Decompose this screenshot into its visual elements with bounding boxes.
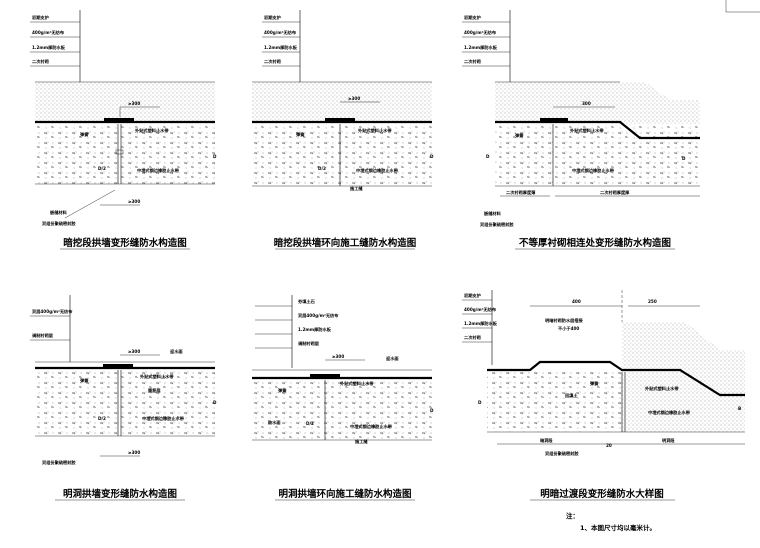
layer-label: 400g/m²无纺布 <box>464 29 497 36</box>
layer-label: 调制衬砌层 <box>32 332 54 339</box>
layer-label: 双层400g/m²无纺布 <box>32 308 73 315</box>
callout: 中埋式钢边橡胶止水带 <box>137 167 180 174</box>
callout: 弹簧 <box>80 131 89 138</box>
layer-label: 二次衬砌 <box>264 58 281 65</box>
callout: 施工缝 <box>355 438 368 445</box>
dim-label: 250 <box>648 299 657 304</box>
callout: 中埋式钢边橡胶止水带 <box>648 409 691 416</box>
diagram-4: 双层400g/m²无纺布 调制衬砌层 ≥300 迎水面 弹簧 外贴式塑料止水带 … <box>30 295 217 501</box>
callout: 外贴式塑料止水带 <box>645 385 679 392</box>
callout: 弹簧 <box>296 131 305 138</box>
note-item: 1、本图尺寸均以毫米计。 <box>580 523 656 532</box>
diagram-title: 暗挖段拱墙变形缝防水构造图 <box>63 237 187 249</box>
dim-label: D <box>430 154 434 159</box>
diagram-6: 400 250 初期支护 400g/m²无纺布 1.2mm厚防水板 二次衬砌 明… <box>462 290 745 501</box>
corner-tick-icon <box>725 0 760 13</box>
callout: 明洞段 <box>662 437 675 444</box>
callout: 双组份聚硫密封胶 <box>42 459 76 466</box>
layer-label: 1.2mm厚防水板 <box>464 44 498 51</box>
callout: 明暗衬砌防水层搭接 <box>545 317 584 324</box>
callout: 迎水面 <box>170 348 183 355</box>
note-title: 注： <box>566 511 579 520</box>
diagram-3: 初期支护 400g/m²无纺布 1.2mm厚防水板 二次衬砌 300 弹簧 外贴… <box>462 10 700 250</box>
layer-label: 双层400g/m²无纺布 <box>298 312 339 319</box>
dim-label: 300 <box>582 101 591 106</box>
callout: 防水面 <box>268 419 281 426</box>
callout: 二次衬砌厚度厚 <box>600 189 630 196</box>
dim-label: D <box>486 154 490 159</box>
layer-label: 1.2mm厚防水板 <box>464 320 498 327</box>
callout: 中埋式钢边橡胶止水带 <box>350 423 393 430</box>
layer-label: 初期支护 <box>32 14 49 21</box>
callout: 外贴式塑料止水带 <box>340 380 374 387</box>
dim-label: D <box>478 400 482 405</box>
dim-label: 400 <box>572 299 581 304</box>
layer-label: 初期支护 <box>464 292 481 299</box>
dim-label: D/2 <box>306 421 314 426</box>
layer-label: 1.2mm厚防水板 <box>298 326 332 333</box>
layer-label: 二次衬砌 <box>464 58 481 65</box>
callout: 中埋式钢边橡胶止水带 <box>356 167 399 174</box>
callout: 外贴式塑料止水带 <box>140 373 174 380</box>
dim-label: D <box>430 408 434 413</box>
layer-label: 初期支护 <box>264 14 281 21</box>
callout: 双组份聚硫密封胶 <box>480 221 514 228</box>
callout: 中埋式钢边橡胶止水带 <box>142 415 185 422</box>
callout: 外贴式塑料止水带 <box>570 127 604 134</box>
diagram-title: 不等厚衬砌相连处变形缝防水构造图 <box>519 237 671 249</box>
dim-label: ≥300 <box>128 450 140 455</box>
callout: 嵌缝材料 <box>50 209 68 216</box>
callout: 腹筋层 <box>148 387 161 394</box>
diagram-5: 夯填土石 双层400g/m²无纺布 1.2mm厚防水板 调制衬砌层 ≥300 迎… <box>252 295 434 501</box>
layer-label: 400g/m²无纺布 <box>464 306 497 313</box>
layer-label: 400g/m²无纺布 <box>32 29 65 36</box>
dim-label: 20 <box>606 443 612 448</box>
callout: 中埋式钢边橡胶止水带 <box>572 167 615 174</box>
dim-label: ≥300 <box>128 199 140 204</box>
callout: 弹簧 <box>515 132 524 139</box>
diagram-1: 初期支护 400g/m²无纺布 1.2mm厚防水板 二次衬砌 ≥300 弹簧 外… <box>30 10 217 250</box>
dim-label: D/2 <box>98 416 106 421</box>
dim-label: ≥300 <box>332 354 344 359</box>
dim-label: D/2 <box>318 166 326 171</box>
callout: 弹簧 <box>590 380 599 387</box>
callout: 嵌缝材料 <box>484 210 502 217</box>
callout: 二次衬砌厚度薄 <box>506 189 536 196</box>
dim-label: D <box>213 400 217 405</box>
layer-label: 400g/m²无纺布 <box>264 29 297 36</box>
callout: 不小于400 <box>558 325 579 332</box>
diagram-title: 明洞拱墙环向施工缝防水构造图 <box>278 488 411 500</box>
callout: 双组份聚硫密封胶 <box>42 220 76 227</box>
dim-label: ≥300 <box>348 96 360 101</box>
diagram-2: 初期支护 400g/m²无纺布 1.2mm厚防水板 二次衬砌 ≥300 弹簧 外… <box>252 10 434 250</box>
layer-label: 初期支护 <box>464 14 481 21</box>
diagram-title: 明洞拱墙变形缝防水构造图 <box>63 488 177 500</box>
callout: 弹簧 <box>278 387 287 394</box>
callout: 回填土 <box>565 392 578 399</box>
dim-label: D <box>213 154 217 159</box>
dim-label: ≥300 <box>128 101 140 106</box>
dim-label: D <box>682 156 686 161</box>
dim-label: B <box>738 406 741 411</box>
layer-label: 夯填土石 <box>297 298 315 305</box>
callout: 外贴式塑料止水带 <box>135 127 169 134</box>
layer-label: 二次衬砌 <box>32 58 49 65</box>
callout: 暗洞段 <box>540 437 553 444</box>
dim-label: ≥300 <box>128 349 140 354</box>
layer-label: 1.2mm厚防水板 <box>32 44 66 51</box>
callout: 迎水面 <box>386 355 399 362</box>
layer-label: 1.2mm厚防水板 <box>264 44 298 51</box>
layer-label: 调制衬砌层 <box>298 340 320 347</box>
diagram-title: 暗挖段拱墙环向施工缝防水构造图 <box>274 237 417 249</box>
callout: 施工缝 <box>350 185 363 192</box>
callout: 弹簧 <box>80 377 89 384</box>
layer-label: 二次衬砌 <box>464 334 481 341</box>
callout: 双组份聚硫密封胶 <box>545 450 579 457</box>
dim-label: D/2 <box>98 166 106 171</box>
callout: 外贴式塑料止水带 <box>358 127 392 134</box>
diagram-title: 明暗过渡段变形缝防水大样图 <box>540 488 664 500</box>
